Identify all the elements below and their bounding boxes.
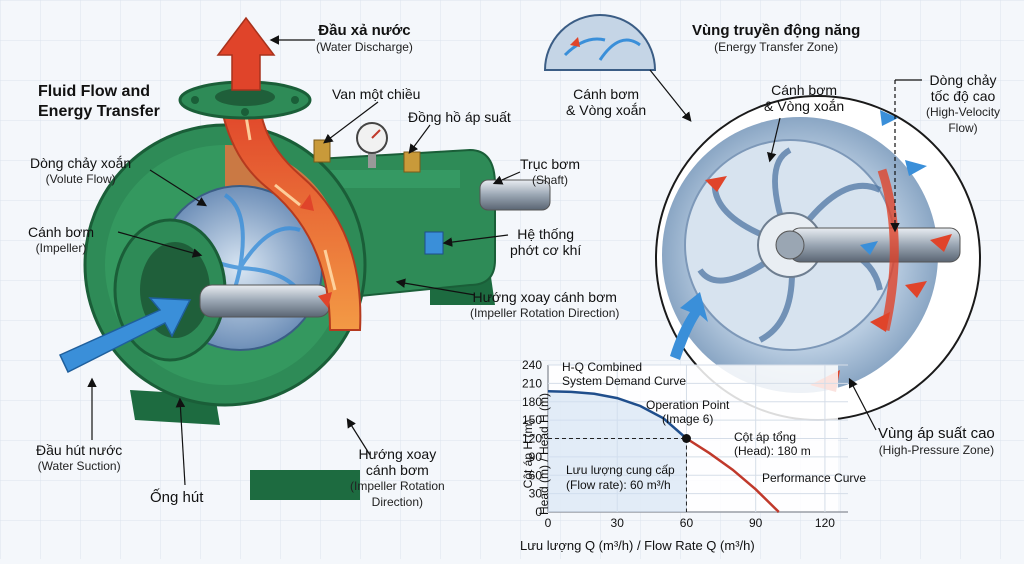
rotation-bottom-en-1: (Impeller Rotation (350, 479, 445, 493)
discharge-label: Đầu xả nước (Water Discharge) (316, 22, 413, 55)
zone-title-en: (Energy Transfer Zone) (714, 40, 839, 54)
chart-y-tick-label: 90 (529, 450, 543, 464)
title-line-1: Fluid Flow and (38, 83, 150, 100)
seal-label: Hệ thống phớt cơ khí (510, 226, 581, 258)
diagram-title: Fluid Flow and Energy Transfer (38, 82, 160, 122)
rotation-top-vi: Hướng xoay cánh bơm (472, 289, 617, 305)
chart-y-axis-label: Cột áp H (m) Head (m) / Head H (m) (520, 384, 552, 524)
shaft-label-en: (Shaft) (531, 173, 568, 187)
op-annotation-line-1: Operation Point (646, 398, 730, 412)
head-annotation-line-2: (Head): 180 m (734, 444, 811, 458)
rotation-label-top: Hướng xoay cánh bơm (Impeller Rotation D… (470, 289, 619, 321)
high-velocity-en-1: (High-Velocity (926, 105, 1001, 119)
energy-transfer-zone (655, 95, 981, 421)
impeller-thumbnail (543, 14, 657, 71)
thumbnail-label: Cánh bơm & Vòng xoắn (566, 86, 646, 118)
op-annotation-line-2: (Image 6) (662, 412, 714, 426)
flow-annotation: Lưu lượng cung cấp (Flow rate): 60 m³/h (566, 463, 675, 493)
impeller-label-vi: Cánh bơm (28, 224, 94, 240)
check-valve-label: Van một chiều (332, 86, 421, 102)
chart-y-tick-label: 120 (522, 432, 542, 446)
high-pressure-vi: Vùng áp suất cao (878, 425, 995, 442)
rotation-bottom-en-2: Direction) (371, 495, 424, 509)
chart-y-tick-label: 240 (522, 358, 542, 372)
shaft-label-vi: Trục bơm (520, 156, 580, 172)
suction-label-en: (Water Suction) (37, 459, 121, 473)
title-line-2: Energy Transfer (38, 103, 160, 120)
seal-label-line-2: phớt cơ khí (510, 242, 582, 258)
performance-curve-annotation: Performance Curve (762, 471, 867, 485)
hq-annotation-line-1: H-Q Combined (562, 360, 643, 374)
high-velocity-en-2: Flow) (948, 121, 978, 135)
chart-x-tick-label: 30 (611, 516, 625, 530)
zone-impeller-line-2: & Vòng xoắn (764, 98, 845, 114)
head-annotation: Cột áp tổng (Head): 180 m (734, 430, 811, 458)
chart-y-axis-label-1: Cột áp H (m) (521, 419, 535, 489)
chart-x-tick-label: 60 (680, 516, 694, 530)
operation-point-annotation: Operation Point (Image 6) (646, 398, 729, 426)
check-valve (313, 139, 331, 163)
chart-y-tick-label: 210 (522, 376, 542, 390)
leader-lines (87, 35, 521, 486)
discharge-label-en: (Water Discharge) (316, 40, 413, 54)
thumbnail-label-line-1: Cánh bơm (573, 86, 640, 102)
zone-title: Vùng truyền động năng (Energy Transfer Z… (692, 22, 860, 55)
suction-pipe-label: Ống hút (150, 489, 204, 506)
chart-y-tick-label: 180 (522, 395, 542, 409)
shaft (479, 179, 551, 211)
impeller-label-en: (Impeller) (35, 241, 87, 255)
seal-label-line-1: Hệ thống (517, 226, 575, 242)
chart-area-fill (548, 391, 687, 512)
operation-point-marker (681, 434, 691, 443)
high-pressure-en: (High-Pressure Zone) (878, 443, 995, 457)
volute-flow-label-vi: Dòng chảy xoắn (30, 155, 132, 171)
blue-flow-arrows (860, 110, 927, 255)
hq-chart: 0 30 60 90 120 150 180 210 240 0 30 60 90 120 (522, 358, 848, 530)
rotation-bottom-vi-1: Hướng xoay (358, 446, 437, 462)
rotation-top-en: (Impeller Rotation Direction) (470, 306, 620, 320)
rotation-bottom-vi-2: cánh bơm (365, 462, 429, 478)
hq-curve-annotation: H-Q Combined System Demand Curve (562, 360, 686, 388)
chart-series-line-1 (547, 390, 688, 440)
mechanical-seal (424, 231, 444, 255)
chart-y-tick-label: 0 (535, 505, 542, 519)
high-velocity-label: Dòng chảy tốc độ cao (High-Velocity Flow… (926, 72, 1000, 136)
chart-x-tick-label: 90 (749, 516, 763, 530)
flow-annotation-line-1: Lưu lượng cung cấp (566, 463, 675, 477)
inlet-arrow (670, 292, 708, 360)
suction-label-vi: Đầu hút nước (36, 442, 123, 458)
chart-y-tick-label: 30 (529, 487, 543, 501)
zone-impeller-label: Cánh bơm & Vòng xoắn (764, 82, 844, 114)
discharge-arrow (216, 16, 276, 91)
flow-annotation-line-2: (Flow rate): 60 m³/h (566, 478, 671, 492)
high-velocity-vi-2: tốc độ cao (930, 88, 996, 104)
volute-flow-label-en: (Volute Flow) (45, 172, 116, 186)
chart-x-axis-label: Lưu lượng Q (m³/h) / Flow Rate Q (m³/h) (520, 538, 755, 553)
pressure-gauge-label: Đồng hồ áp suất (408, 109, 511, 125)
impeller-label: Cánh bơm (Impeller) (28, 224, 94, 256)
volute-flow-channel (218, 99, 362, 331)
discharge-label-vi: Đầu xả nước (318, 22, 411, 39)
suction-arrow (58, 297, 192, 374)
high-velocity-vi-1: Dòng chảy (929, 72, 997, 88)
hq-annotation-line-2: System Demand Curve (562, 374, 687, 388)
chart-y-axis-label-2: Head (m) / Head H (m) (537, 392, 551, 516)
shaft-label: Trục bơm (Shaft) (520, 156, 580, 188)
suction-label: Đầu hút nước (Water Suction) (36, 442, 122, 474)
chart-x-tick-label: 120 (815, 516, 835, 530)
thumbnail-label-line-2: & Vòng xoắn (566, 102, 647, 118)
head-annotation-line-1: Cột áp tổng (734, 430, 797, 444)
zone-title-vi: Vùng truyền động năng (692, 22, 861, 39)
volute-flow-label: Dòng chảy xoắn (Volute Flow) (30, 155, 131, 187)
chart-series-line-2 (685, 437, 780, 513)
high-pressure-label: Vùng áp suất cao (High-Pressure Zone) (878, 425, 995, 458)
chart-y-tick-label: 150 (522, 413, 542, 427)
rotation-label-bottom: Hướng xoay cánh bơm (Impeller Rotation D… (350, 446, 445, 510)
zone-impeller-line-1: Cánh bơm (771, 82, 838, 98)
chart-x-tick-label: 0 (545, 516, 552, 530)
chart-y-tick-label: 60 (529, 468, 543, 482)
